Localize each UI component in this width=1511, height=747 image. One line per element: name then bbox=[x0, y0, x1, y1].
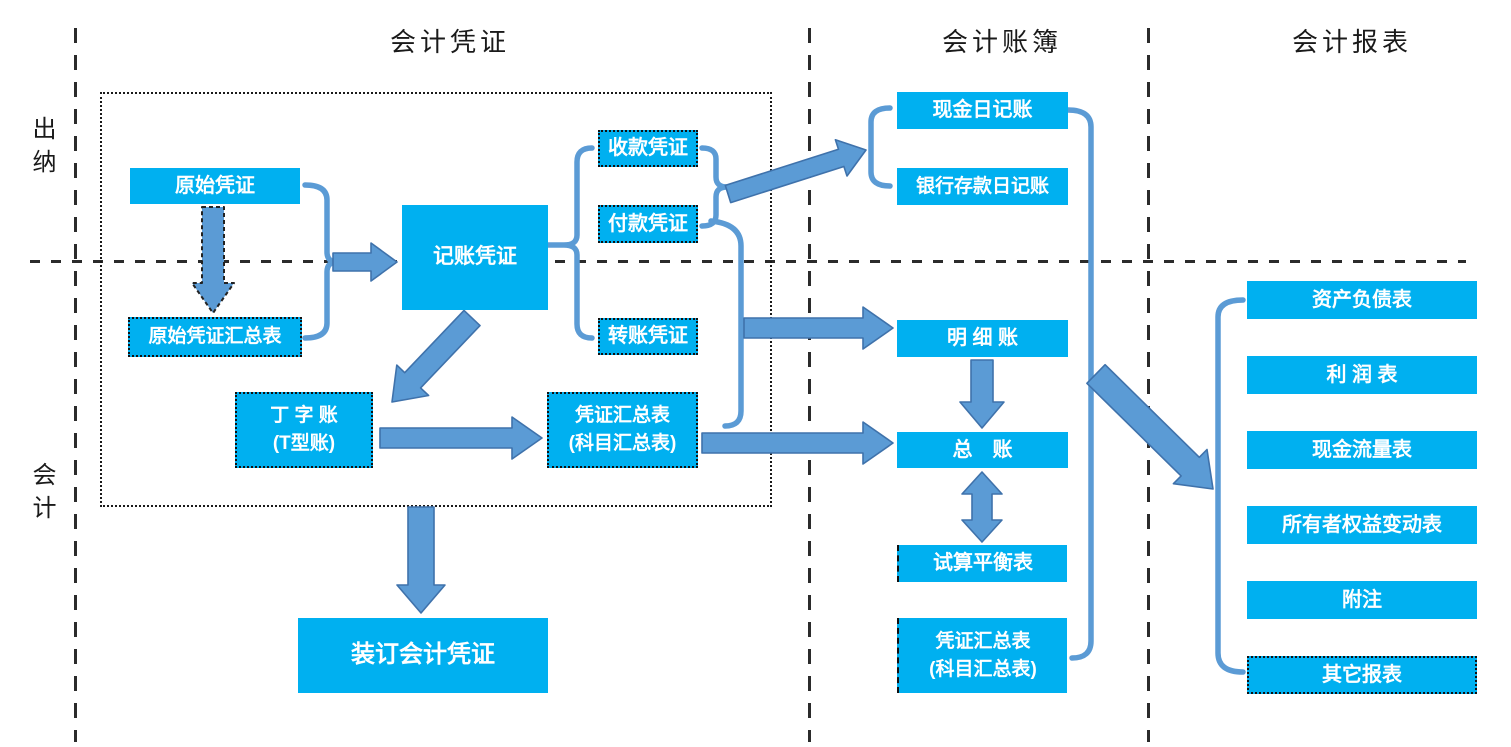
node-cash-journal: 现金日记账 bbox=[897, 92, 1068, 129]
node-t-account: 丁 字 账(T型账) bbox=[235, 392, 373, 468]
arrow-to-journals bbox=[724, 139, 867, 204]
node-transfer-voucher: 转账凭证 bbox=[598, 318, 698, 355]
arrow-general-trial-balance bbox=[961, 471, 1003, 543]
node-payment-voucher: 付款凭证 bbox=[598, 205, 698, 243]
node-other-reports: 其它报表 bbox=[1247, 656, 1477, 694]
node-income-statement: 利 润 表 bbox=[1247, 356, 1477, 394]
arrow-to-general-ledger bbox=[701, 421, 894, 465]
node-subsidiary-ledger: 明 细 账 bbox=[897, 320, 1068, 357]
node-bind-vouchers: 装订会计凭证 bbox=[298, 618, 548, 693]
row-label-accountant: 会计 bbox=[28, 462, 54, 528]
brace-receipt-payment bbox=[699, 145, 730, 229]
node-voucher-summary: 凭证汇总表(科目汇总表) bbox=[547, 392, 698, 468]
arrow-to-t-account bbox=[391, 309, 481, 403]
lane-divider-vertical-3 bbox=[1147, 28, 1150, 742]
lane-divider-horizontal bbox=[30, 260, 1466, 263]
node-cash-flow-statement: 现金流量表 bbox=[1247, 431, 1477, 469]
node-bank-journal: 银行存款日记账 bbox=[897, 168, 1068, 205]
node-trial-balance: 试算平衡表 bbox=[897, 545, 1067, 582]
arrow-to-bookkeeping-voucher bbox=[332, 242, 398, 282]
node-equity-change-statement: 所有者权益变动表 bbox=[1247, 506, 1477, 544]
lane-divider-vertical-1 bbox=[74, 28, 77, 742]
bracket-reports bbox=[1215, 297, 1246, 675]
column-header-reports: 会计报表 bbox=[1291, 28, 1412, 57]
arrow-to-binding bbox=[396, 506, 446, 614]
column-header-vouchers: 会计凭证 bbox=[389, 28, 510, 57]
arrow-original-to-summary bbox=[191, 206, 235, 314]
arrow-to-subsidiary-ledger bbox=[743, 306, 894, 350]
lane-divider-vertical-2 bbox=[808, 28, 811, 742]
node-receipt-voucher: 收款凭证 bbox=[598, 130, 698, 167]
node-voucher-summary-2: 凭证汇总表(科目汇总表) bbox=[897, 618, 1067, 693]
arrow-ledgers-to-reports bbox=[1086, 363, 1214, 490]
node-original-voucher-summary: 原始凭证汇总表 bbox=[128, 317, 302, 357]
node-bookkeeping-voucher: 记账凭证 bbox=[402, 205, 548, 310]
arrow-subsidiary-to-general bbox=[959, 359, 1005, 429]
line-vouchers-to-ledgers bbox=[708, 218, 744, 429]
node-balance-sheet: 资产负债表 bbox=[1247, 281, 1477, 319]
voucher-group-outline bbox=[100, 92, 772, 507]
node-original-voucher: 原始凭证 bbox=[130, 168, 300, 204]
brace-voucher-types bbox=[545, 145, 595, 341]
node-general-ledger: 总 账 bbox=[897, 432, 1068, 468]
brace-journals bbox=[868, 105, 893, 189]
node-notes: 附注 bbox=[1247, 581, 1477, 619]
row-label-cashier: 出纳 bbox=[28, 116, 54, 182]
arrow-t-account-to-summary bbox=[379, 416, 543, 460]
column-header-books: 会计账簿 bbox=[941, 28, 1062, 57]
